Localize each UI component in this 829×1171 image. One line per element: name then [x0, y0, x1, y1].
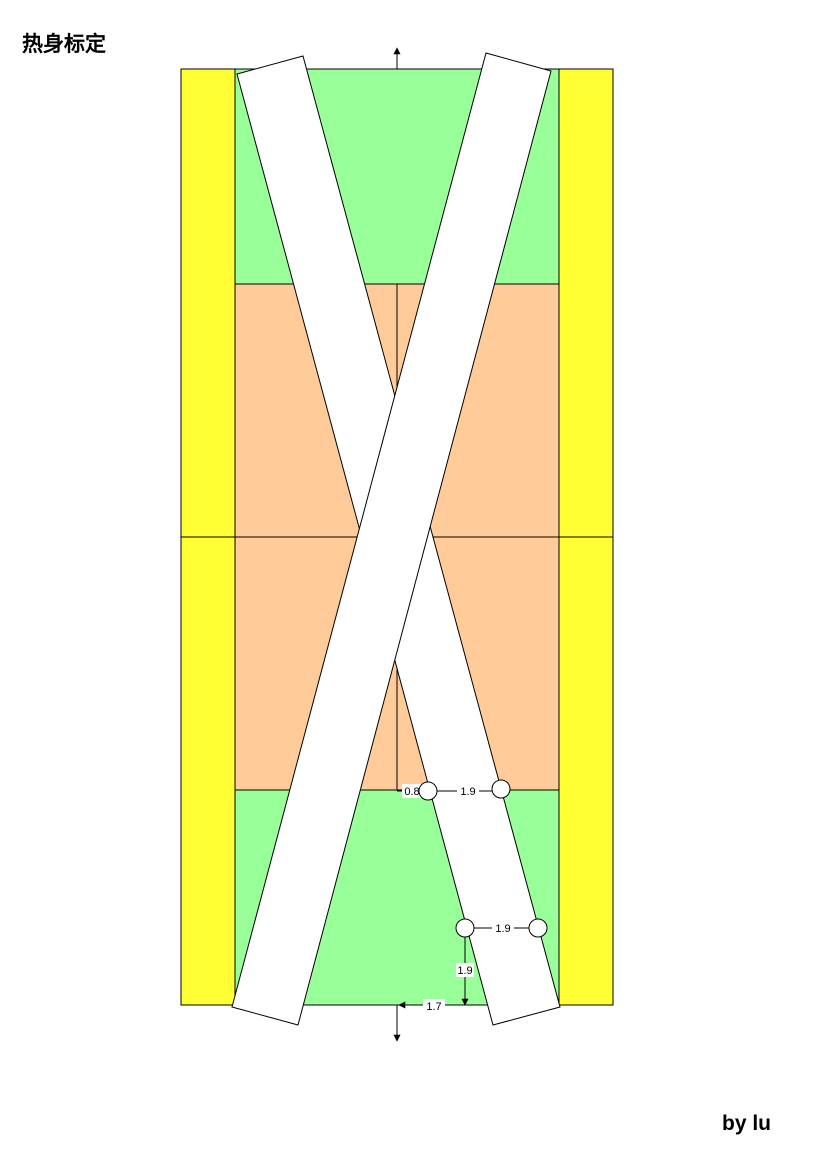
right-strip-upper: [558, 68, 614, 538]
bottom-offset-label-bg: [423, 999, 445, 1013]
offset-label: 0.8: [404, 786, 419, 798]
vertical-gap-label: 1.9: [457, 965, 472, 977]
marker-upper-left: [418, 781, 438, 801]
marker-lower-right: [528, 918, 548, 938]
marker-upper-right: [491, 779, 511, 799]
upper-gap-label-bg: [457, 784, 479, 798]
upper-gap-label: 1.9: [460, 786, 475, 798]
bottom-offset-label: 1.7: [426, 1001, 441, 1013]
author-credit: by lu: [722, 1112, 772, 1135]
right-strip-lower: [558, 536, 614, 1006]
band-right-to-left: [231, 52, 552, 1026]
lower-gap-label-bg: [492, 921, 514, 935]
offset-label-bg: [402, 784, 422, 798]
left-strip-upper: [180, 68, 236, 538]
marker-lower-left: [455, 918, 475, 938]
diagram-title: 热身标定: [22, 33, 106, 56]
lower-gap-label: 1.9: [495, 923, 510, 935]
vertical-gap-label-bg: [456, 963, 474, 977]
left-strip-lower: [180, 536, 236, 1006]
